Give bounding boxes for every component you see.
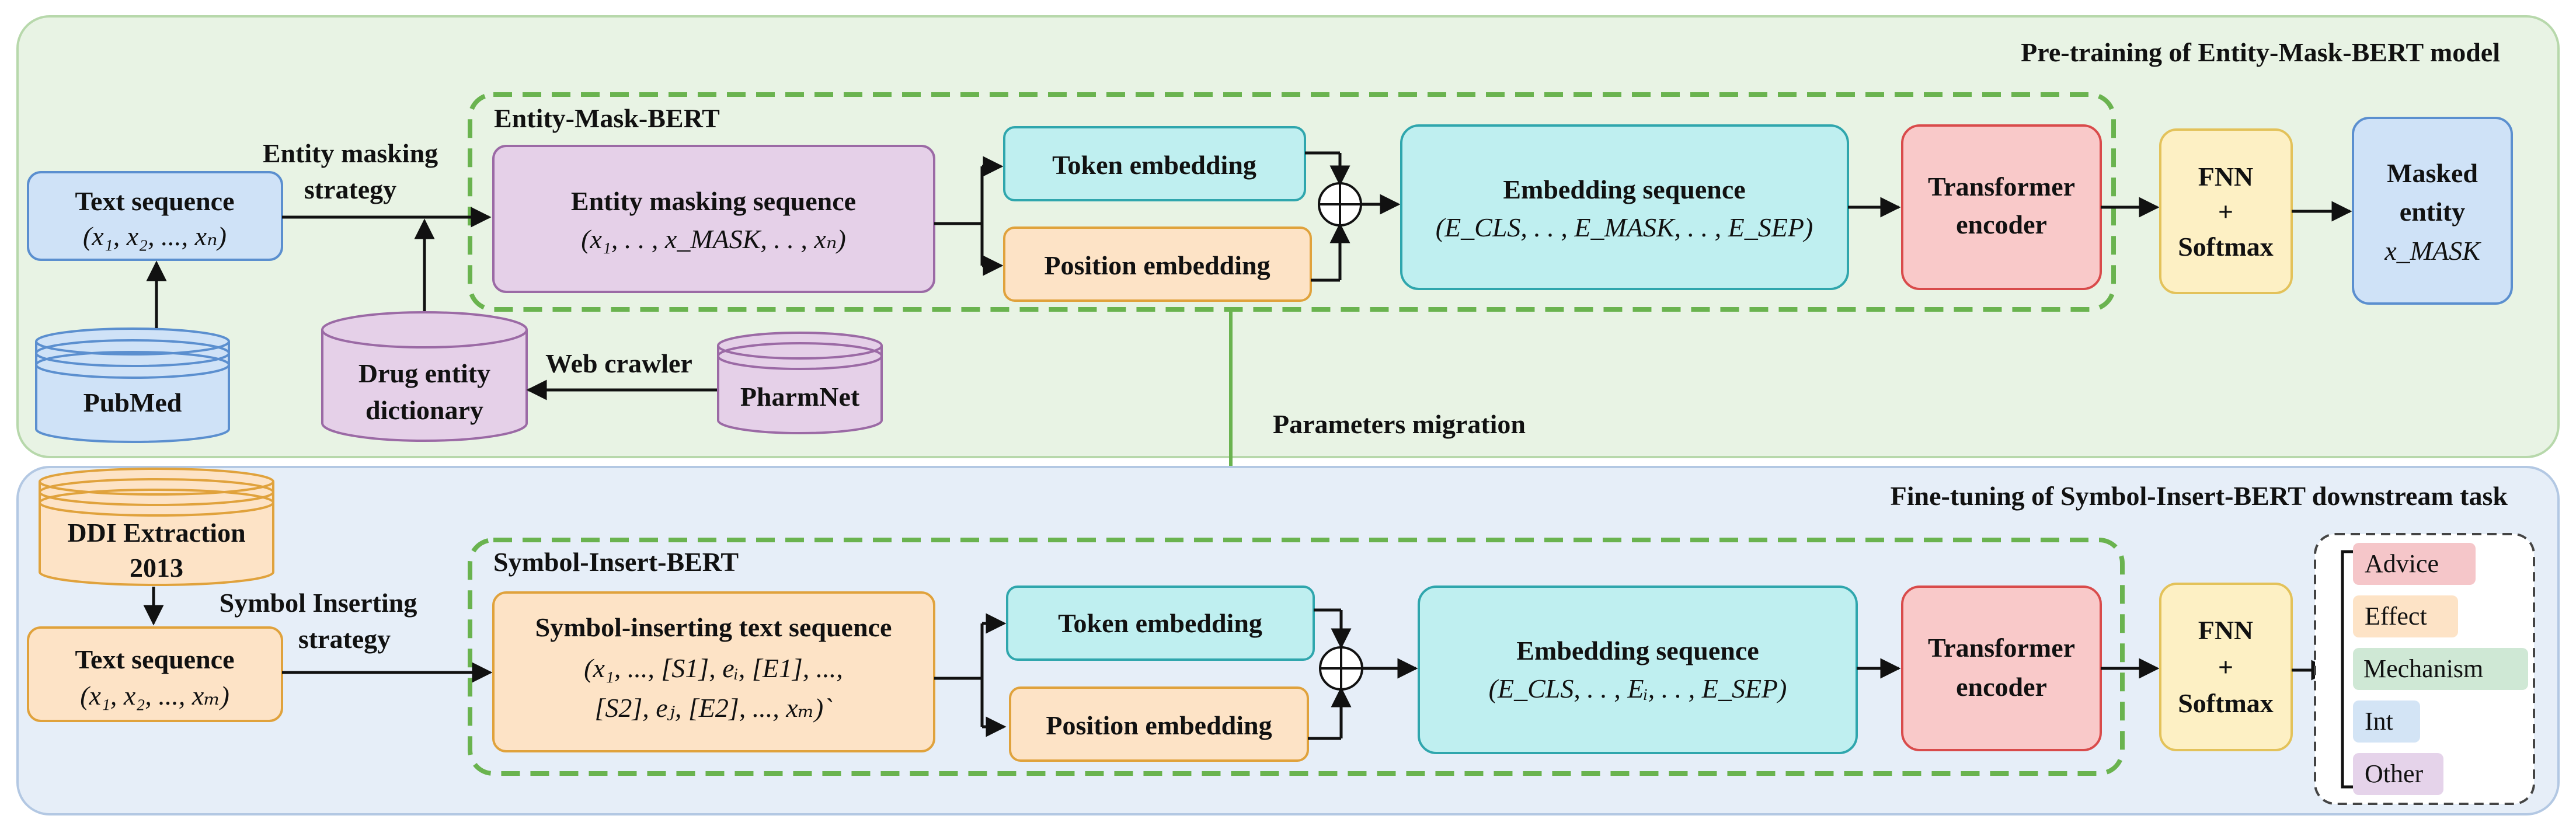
position-embedding-box-bottom: [1009, 686, 1309, 762]
transformer-label-bottom-1: Transformer: [1928, 633, 2075, 663]
entity-mask-bert-title: Entity-Mask-BERT: [494, 103, 720, 133]
fnn-label-top: FNN: [2198, 162, 2254, 191]
symbol-inserting-text-sequence-box: [492, 591, 935, 752]
ems-title: Entity masking sequence: [571, 186, 856, 216]
token-embedding-label-bottom: Token embedding: [1058, 608, 1262, 638]
ddi-label-2: 2013: [130, 553, 183, 583]
entity-masking-sequence-box: [492, 145, 935, 293]
sit-math-1: (x₁, ..., [S1], eᵢ, [E1], ...,: [584, 653, 843, 683]
ddi-label-1: DDI Extraction: [67, 518, 245, 548]
entity-mask-bert-group: [468, 92, 2116, 312]
pubmed-database: [35, 327, 230, 443]
position-embedding-label-top: Position embedding: [1044, 250, 1270, 280]
entity-masking-label-2: strategy: [304, 175, 396, 204]
pubmed-label: PubMed: [83, 388, 182, 417]
token-embedding-box-top: [1003, 126, 1306, 201]
position-embedding-label-bottom: Position embedding: [1046, 710, 1272, 740]
transformer-encoder-box-top: [1901, 124, 2102, 290]
class-other-label: Other: [2365, 759, 2424, 788]
class-advice-chip: [2353, 543, 2476, 585]
fnn-plus-top: +: [2218, 197, 2233, 226]
masked-entity-box: [2352, 117, 2513, 305]
text-sequence-math-bottom: (x₁, x₂, ..., xₘ): [80, 681, 229, 710]
class-advice-label: Advice: [2365, 549, 2439, 578]
fnn-label-bottom: FNN: [2198, 615, 2254, 645]
entity-masking-label-1: Entity masking: [263, 138, 438, 168]
fnn-softmax-box-bottom: [2159, 583, 2293, 751]
masked-label-3: x_MASK: [2384, 236, 2481, 266]
text-sequence-box-bottom: [27, 626, 283, 722]
pretraining-panel-title: Pre-training of Entity-Mask-BERT model: [2021, 37, 2500, 67]
softmax-label-bottom: Softmax: [2178, 688, 2274, 718]
ems-math: (x₁, . . , x_MASK, . . , xₙ): [581, 224, 846, 254]
pharmnet-label: PharmNet: [740, 382, 860, 412]
class-other-chip: [2353, 753, 2443, 795]
symbol-inserting-label-1: Symbol Inserting: [220, 588, 417, 618]
text-sequence-math-top: (x₁, x₂, ..., xₙ): [83, 221, 227, 251]
transformer-label-top-2: encoder: [1956, 210, 2047, 239]
transformer-label-bottom-2: encoder: [1956, 672, 2047, 702]
transformer-encoder-box-bottom: [1901, 585, 2102, 751]
class-int-chip: [2353, 700, 2420, 743]
drug-dict-label-1: Drug entity: [358, 358, 490, 388]
class-mechanism-label: Mechanism: [2363, 654, 2483, 683]
transformer-label-top-1: Transformer: [1928, 172, 2075, 201]
embedding-sequence-box-top: [1400, 124, 1849, 290]
softmax-label-top: Softmax: [2178, 232, 2274, 262]
masked-label-1: Masked: [2387, 158, 2478, 188]
parameters-migration-label: Parameters migration: [1273, 409, 1526, 439]
text-sequence-title-top: Text sequence: [75, 186, 234, 216]
sit-math-2: [S2], eⱼ, [E2], ..., xₘ)`: [594, 693, 833, 723]
symbol-insert-bert-title: Symbol-Insert-BERT: [493, 547, 739, 577]
finetuning-panel-title: Fine-tuning of Symbol-Insert-BERT downst…: [1891, 481, 2508, 511]
token-embedding-label-top: Token embedding: [1052, 150, 1256, 180]
sit-title: Symbol-inserting text sequence: [535, 612, 892, 642]
pharmnet-database: [717, 332, 883, 434]
classes-bracket: [2341, 550, 2354, 789]
class-effect-chip: [2353, 595, 2458, 637]
symbol-inserting-label-2: strategy: [298, 624, 391, 654]
class-mechanism-chip: [2353, 648, 2528, 690]
ddi-extraction-database: [39, 468, 274, 586]
emb-seq-title-bottom: Embedding sequence: [1516, 636, 1759, 665]
sum-node-bottom: [1319, 646, 1363, 691]
embedding-sequence-box-bottom: [1418, 585, 1858, 754]
text-sequence-title-bottom: Text sequence: [75, 644, 234, 674]
web-crawler-label: Web crawler: [545, 348, 692, 378]
sum-node-top: [1318, 182, 1362, 226]
class-effect-label: Effect: [2365, 602, 2427, 630]
symbol-insert-bert-group: [468, 538, 2125, 776]
emb-seq-title-top: Embedding sequence: [1503, 175, 1745, 204]
emb-seq-math-bottom: (E_CLS, . . , Eᵢ, . . , E_SEP): [1489, 674, 1787, 703]
emb-seq-math-top: (E_CLS, . . , E_MASK, . . , E_SEP): [1436, 212, 1813, 242]
masked-label-2: entity: [2400, 197, 2465, 226]
drug-entity-dictionary-database: [321, 311, 528, 442]
drug-dict-label-2: dictionary: [365, 395, 483, 425]
token-embedding-box-bottom: [1006, 585, 1315, 661]
class-int-label: Int: [2365, 707, 2393, 736]
position-embedding-box-top: [1003, 226, 1312, 302]
fnn-plus-bottom: +: [2218, 652, 2233, 682]
